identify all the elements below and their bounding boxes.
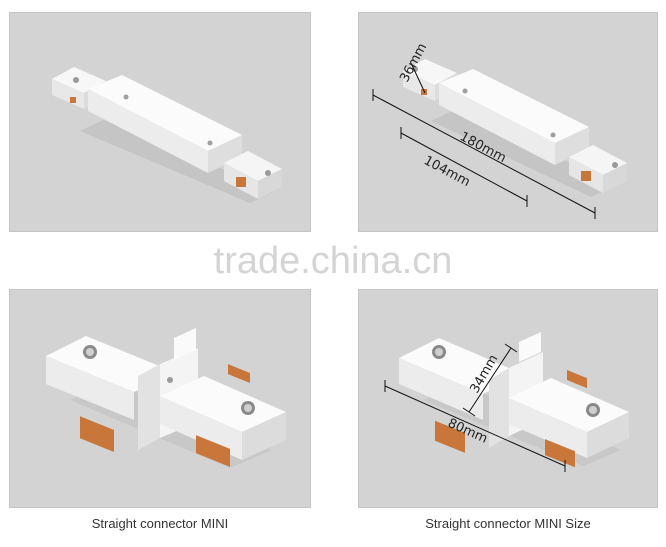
product-size-photo-bottom-right: 34mm 80mm — [358, 289, 658, 508]
watermark-text: trade.china.cn — [213, 240, 453, 282]
caption-left: Straight connector MINI — [91, 516, 229, 531]
product-photo-bottom-left — [9, 289, 311, 508]
straight-connector-long-image — [52, 67, 282, 203]
caption-right: Straight connector MINI Size — [425, 516, 591, 531]
straight-connector-mini-size-image: 34mm 80mm — [384, 332, 629, 472]
straight-connector-long-size-image: 36mm 180mm 104mm — [372, 41, 627, 219]
product-photo-top-left — [9, 12, 311, 232]
product-size-photo-top-right: 36mm 180mm 104mm — [358, 12, 658, 232]
dimension-label-104mm: 104mm — [421, 153, 472, 190]
straight-connector-mini-image — [46, 328, 286, 468]
